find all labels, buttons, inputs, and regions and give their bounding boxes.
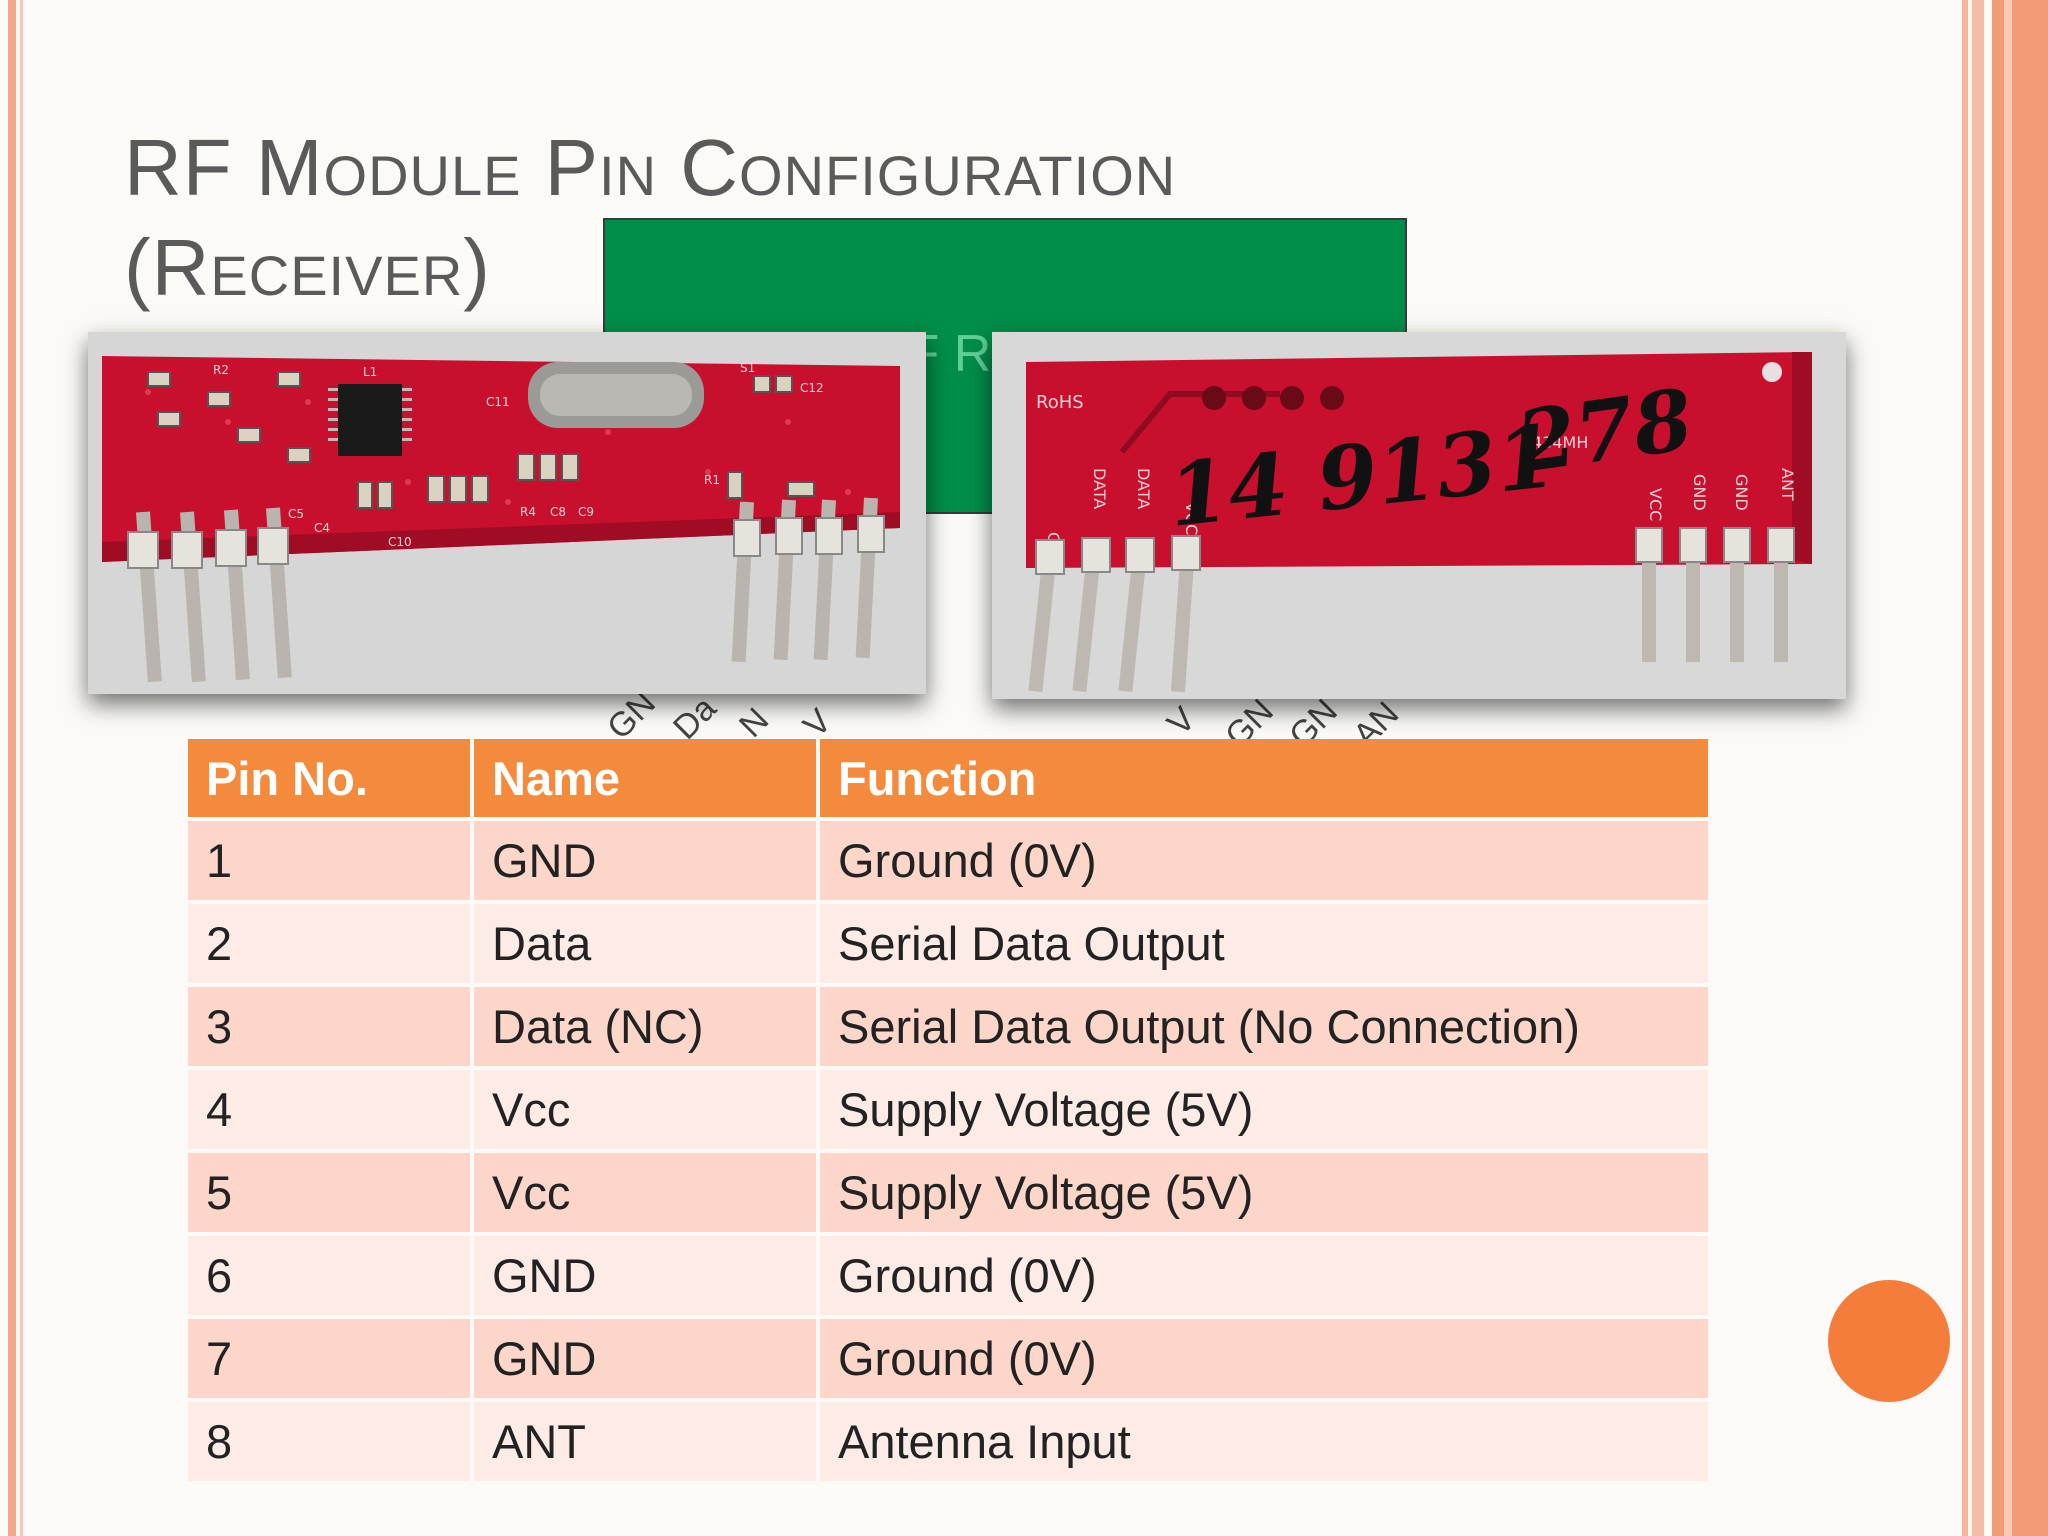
table-row: 7 GND Ground (0V) [188,1319,1708,1398]
silk-c5: C5 [288,507,304,521]
table-header-row: Pin No. Name Function [188,739,1708,817]
cell-pin: 6 [188,1236,470,1315]
cell-pin: 4 [188,1070,470,1149]
cell-pin: 1 [188,821,470,900]
slide-border-right-2 [1972,0,1984,1536]
silk-c4: C4 [314,521,330,535]
rf-receiver-front-photo: R2 L1 S1 C12 C11 C5 C4 C10 R4 C8 C9 R1 [88,332,926,694]
table-row: 1 GND Ground (0V) [188,821,1708,900]
silk-434mh: 434MH [1532,433,1588,452]
slide-border-left [8,0,16,1536]
table-row: 3 Data (NC) Serial Data Output (No Conne… [188,987,1708,1066]
silk-l1: L1 [363,365,377,379]
rf-receiver-front-image: R2 L1 S1 C12 C11 C5 C4 C10 R4 C8 C9 R1 [88,332,926,694]
cell-function: Supply Voltage (5V) [820,1153,1708,1232]
table-row: 8 ANT Antenna Input [188,1402,1708,1481]
cell-function: Supply Voltage (5V) [820,1070,1708,1149]
cell-name: GND [474,1236,816,1315]
table-row: 2 Data Serial Data Output [188,904,1708,983]
slide-border-left-inner [20,0,23,1536]
cell-function: Antenna Input [820,1402,1708,1481]
slide-border-right-4 [2004,0,2012,1536]
silk-s1: S1 [740,361,755,375]
silk-r2: R2 [213,363,229,377]
silk-vcc-1: VCC [1182,502,1201,535]
cell-function: Ground (0V) [820,1236,1708,1315]
silk-rohs: RoHS [1036,392,1084,413]
cell-pin: 3 [188,987,470,1066]
cell-name: Vcc [474,1070,816,1149]
silk-data-2: DATA [1134,468,1153,509]
slide-border-right-3 [1992,0,2048,1536]
pin-configuration-table: Pin No. Name Function 1 GND Ground (0V) … [184,735,1712,1485]
cell-name: Data [474,904,816,983]
silk-c12: C12 [800,381,824,395]
cell-function: Ground (0V) [820,1319,1708,1398]
silk-c11: C11 [486,395,510,409]
header-name: Name [474,739,816,817]
silk-c9: C9 [578,505,594,519]
cell-name: Data (NC) [474,987,816,1066]
silk-r4: R4 [520,505,536,519]
decorative-circle [1828,1280,1950,1402]
cell-function: Serial Data Output (No Connection) [820,987,1708,1066]
cell-name: GND [474,821,816,900]
rf-receiver-back-image: RoHS GND DATA DATA VCC VCC GND GND ANT 4… [992,332,1846,699]
silk-gnd-3: GND [1732,474,1751,511]
handwriting-number: 278 [1510,369,1698,492]
table-row: 4 Vcc Supply Voltage (5V) [188,1070,1708,1149]
slide-title-line-1: RF Module Pin Configuration [124,123,1177,212]
cell-function: Ground (0V) [820,821,1708,900]
table-row: 6 GND Ground (0V) [188,1236,1708,1315]
slide-border-right [1962,0,1968,1536]
silk-c10: C10 [388,535,412,549]
silk-data-1: DATA [1090,468,1109,509]
cell-name: GND [474,1319,816,1398]
slide-title-line-2: (Receiver) [124,223,491,312]
header-pin-no: Pin No. [188,739,470,817]
header-function: Function [820,739,1708,817]
silk-ant: ANT [1778,468,1797,501]
cell-function: Serial Data Output [820,904,1708,983]
cell-pin: 5 [188,1153,470,1232]
cell-pin: 7 [188,1319,470,1398]
cell-pin: 2 [188,904,470,983]
cell-pin: 8 [188,1402,470,1481]
silk-r1: R1 [704,473,720,487]
silk-gnd-2: GND [1690,474,1709,511]
silk-vcc-2: VCC [1646,488,1665,521]
rf-receiver-back-photo: RoHS GND DATA DATA VCC VCC GND GND ANT 4… [992,332,1846,699]
silk-c8: C8 [550,505,566,519]
slide-title: RF Module Pin Configuration (Receiver) [124,118,1424,318]
table-row: 5 Vcc Supply Voltage (5V) [188,1153,1708,1232]
cell-name: Vcc [474,1153,816,1232]
cell-name: ANT [474,1402,816,1481]
